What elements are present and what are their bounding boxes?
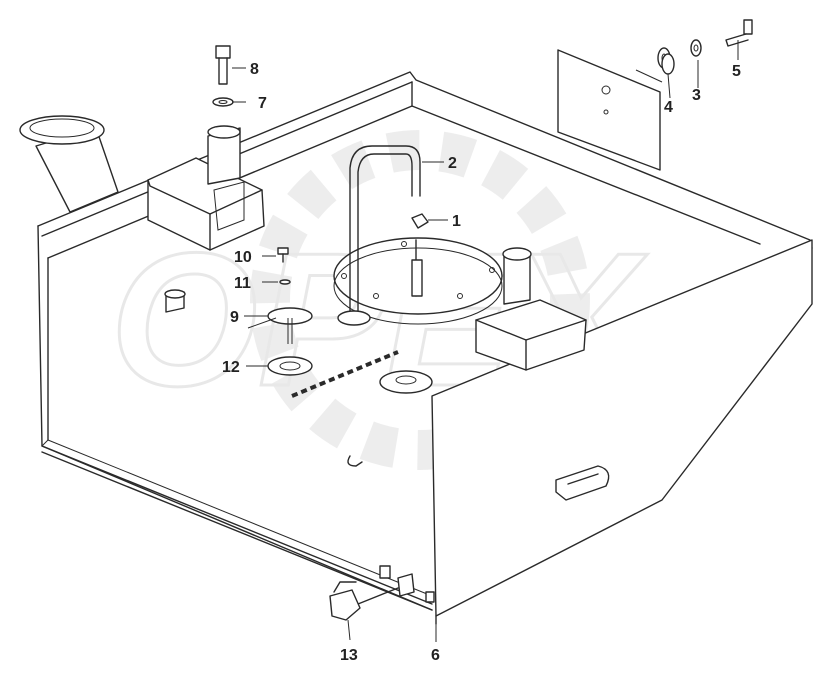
washer-3 <box>690 39 702 57</box>
bolt-5 <box>725 19 753 47</box>
callout-3: 3 <box>692 87 701 104</box>
floor-gasket <box>379 370 433 394</box>
fuel-tank-body <box>37 71 813 625</box>
bushing-left <box>164 289 186 313</box>
callout-13: 13 <box>340 647 358 664</box>
drain-valve <box>329 565 435 621</box>
callout-12: 12 <box>222 359 240 376</box>
screw-10 <box>277 247 289 263</box>
assembly-guide-line <box>291 350 399 398</box>
gasket-12 <box>267 356 313 376</box>
clip-part <box>411 213 429 229</box>
washer-11 <box>279 279 291 285</box>
callout-8: 8 <box>250 61 259 78</box>
right-mounting-plate <box>557 49 661 171</box>
callout-6: 6 <box>431 647 440 664</box>
callout-5: 5 <box>732 63 741 80</box>
callout-11: 11 <box>234 275 251 292</box>
callout-2: 2 <box>448 155 457 172</box>
callout-10: 10 <box>234 249 252 266</box>
floor-clip <box>347 455 363 467</box>
level-sensor <box>247 307 313 344</box>
leader-lines <box>232 40 739 642</box>
bolt-8 <box>215 45 231 85</box>
left-mounting-bracket <box>147 125 265 251</box>
callout-1: 1 <box>452 213 461 230</box>
sender-boss <box>475 247 587 371</box>
callout-7: 7 <box>258 95 267 112</box>
filler-neck <box>19 115 119 213</box>
callout-4: 4 <box>664 99 673 116</box>
fuel-tube <box>337 145 423 326</box>
nut-4 <box>657 47 675 75</box>
callout-9: 9 <box>230 309 239 326</box>
washer-7 <box>212 97 234 107</box>
